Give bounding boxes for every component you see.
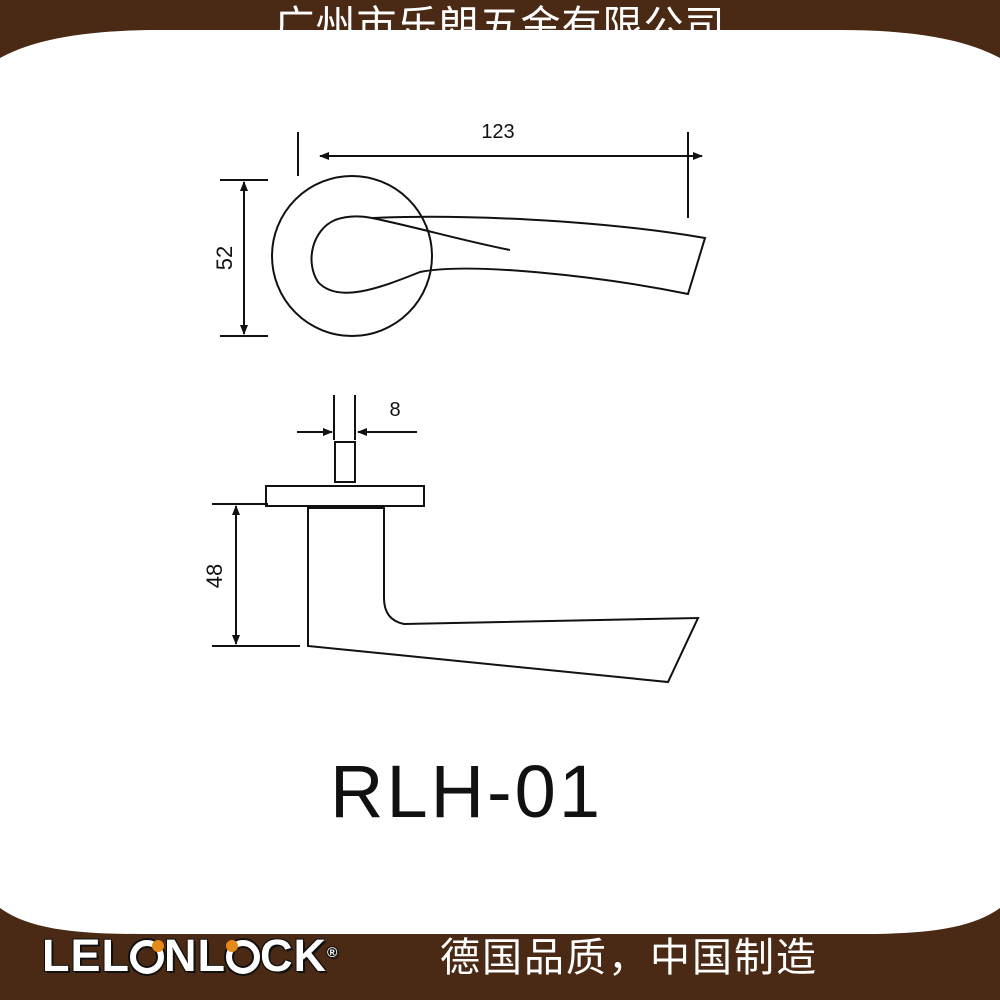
registered-mark: ®: [327, 944, 339, 960]
dimension-label-48: 48: [202, 564, 227, 588]
bottom-banner: [0, 908, 1000, 1000]
lever-top-outline: [310, 215, 707, 296]
company-name: 广州市乐朗五金有限公司: [274, 3, 726, 49]
rosette-outline: [271, 175, 433, 337]
dimension-label-52: 52: [212, 246, 237, 270]
model-number: RLH-01: [330, 750, 603, 833]
dimension-label-8: 8: [389, 399, 400, 421]
top-view: [220, 132, 707, 337]
spindle: [334, 441, 356, 483]
brand-logo: LEL NL CK®: [42, 928, 338, 984]
rose-plate: [265, 485, 425, 507]
side-view: [212, 395, 700, 684]
dimension-label-123: 123: [481, 121, 514, 143]
top-banner: [0, 0, 1000, 58]
lever-twist-line: [371, 217, 511, 251]
lever-side-outline: [307, 507, 700, 684]
logo-o-ring-icon-2: [226, 940, 260, 974]
brand-logo-part-3: CK: [260, 930, 327, 981]
slogan: 德国品质，中国制造: [440, 935, 818, 981]
brand-logo-part-2: NL: [164, 930, 226, 981]
logo-o-ring-icon: [130, 940, 164, 974]
brand-logo-part-1: LEL: [42, 930, 130, 981]
